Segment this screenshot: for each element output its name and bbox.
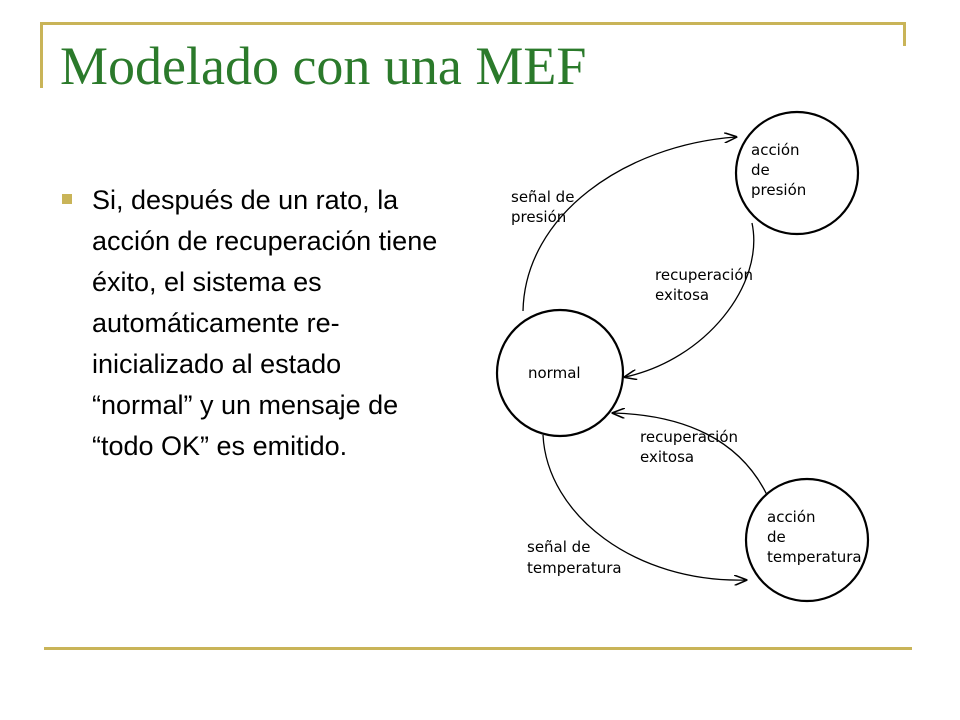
state-machine-diagram: normal acción de presión acción de tempe… (495, 110, 870, 603)
square-bullet-icon (62, 194, 72, 204)
transition-pressure-recovery-label-line2: exitosa (655, 286, 709, 304)
state-pressure-label-line3: presión (751, 181, 806, 199)
slide-title: Modelado con una MEF (60, 36, 587, 96)
frame-line-bottom (44, 647, 912, 650)
state-normal-label: normal (528, 364, 581, 382)
transition-pressure-recovery: recuperación exitosa (625, 222, 755, 377)
bullet-list: Si, después de un rato, la acción de rec… (60, 180, 445, 467)
transition-pressure-signal-label-line1: señal de (511, 188, 574, 206)
transition-pressure-signal-label-line2: presión (511, 208, 566, 226)
transition-temperature-recovery-label-line1: recuperación (640, 428, 738, 446)
transition-temperature-signal-label-line2: temperatura (527, 559, 622, 577)
frame-line-left (40, 22, 43, 88)
state-pressure-action: acción de presión (734, 110, 860, 236)
transition-temperature-recovery: recuperación exitosa (613, 413, 768, 496)
state-temperature-label-line2: de (767, 528, 786, 546)
state-temperature-label-line1: acción (767, 508, 816, 526)
transition-pressure-signal: señal de presión (511, 137, 736, 312)
bullet-text: Si, después de un rato, la acción de rec… (92, 185, 438, 461)
frame-line-top (40, 22, 906, 25)
transition-temperature-signal: señal de temperatura (527, 434, 746, 580)
transition-temperature-recovery-label-line2: exitosa (640, 448, 694, 466)
state-pressure-label-line1: acción (751, 141, 800, 159)
state-pressure-label-line2: de (751, 161, 770, 179)
state-temperature-action: acción de temperatura (744, 477, 870, 603)
transition-pressure-recovery-label-line1: recuperación (655, 266, 753, 284)
transition-temperature-signal-label-line1: señal de (527, 538, 590, 556)
state-normal: normal (495, 308, 625, 438)
state-temperature-label-line3: temperatura (767, 548, 862, 566)
frame-line-right (903, 22, 906, 46)
bullet-item: Si, después de un rato, la acción de rec… (60, 180, 445, 467)
